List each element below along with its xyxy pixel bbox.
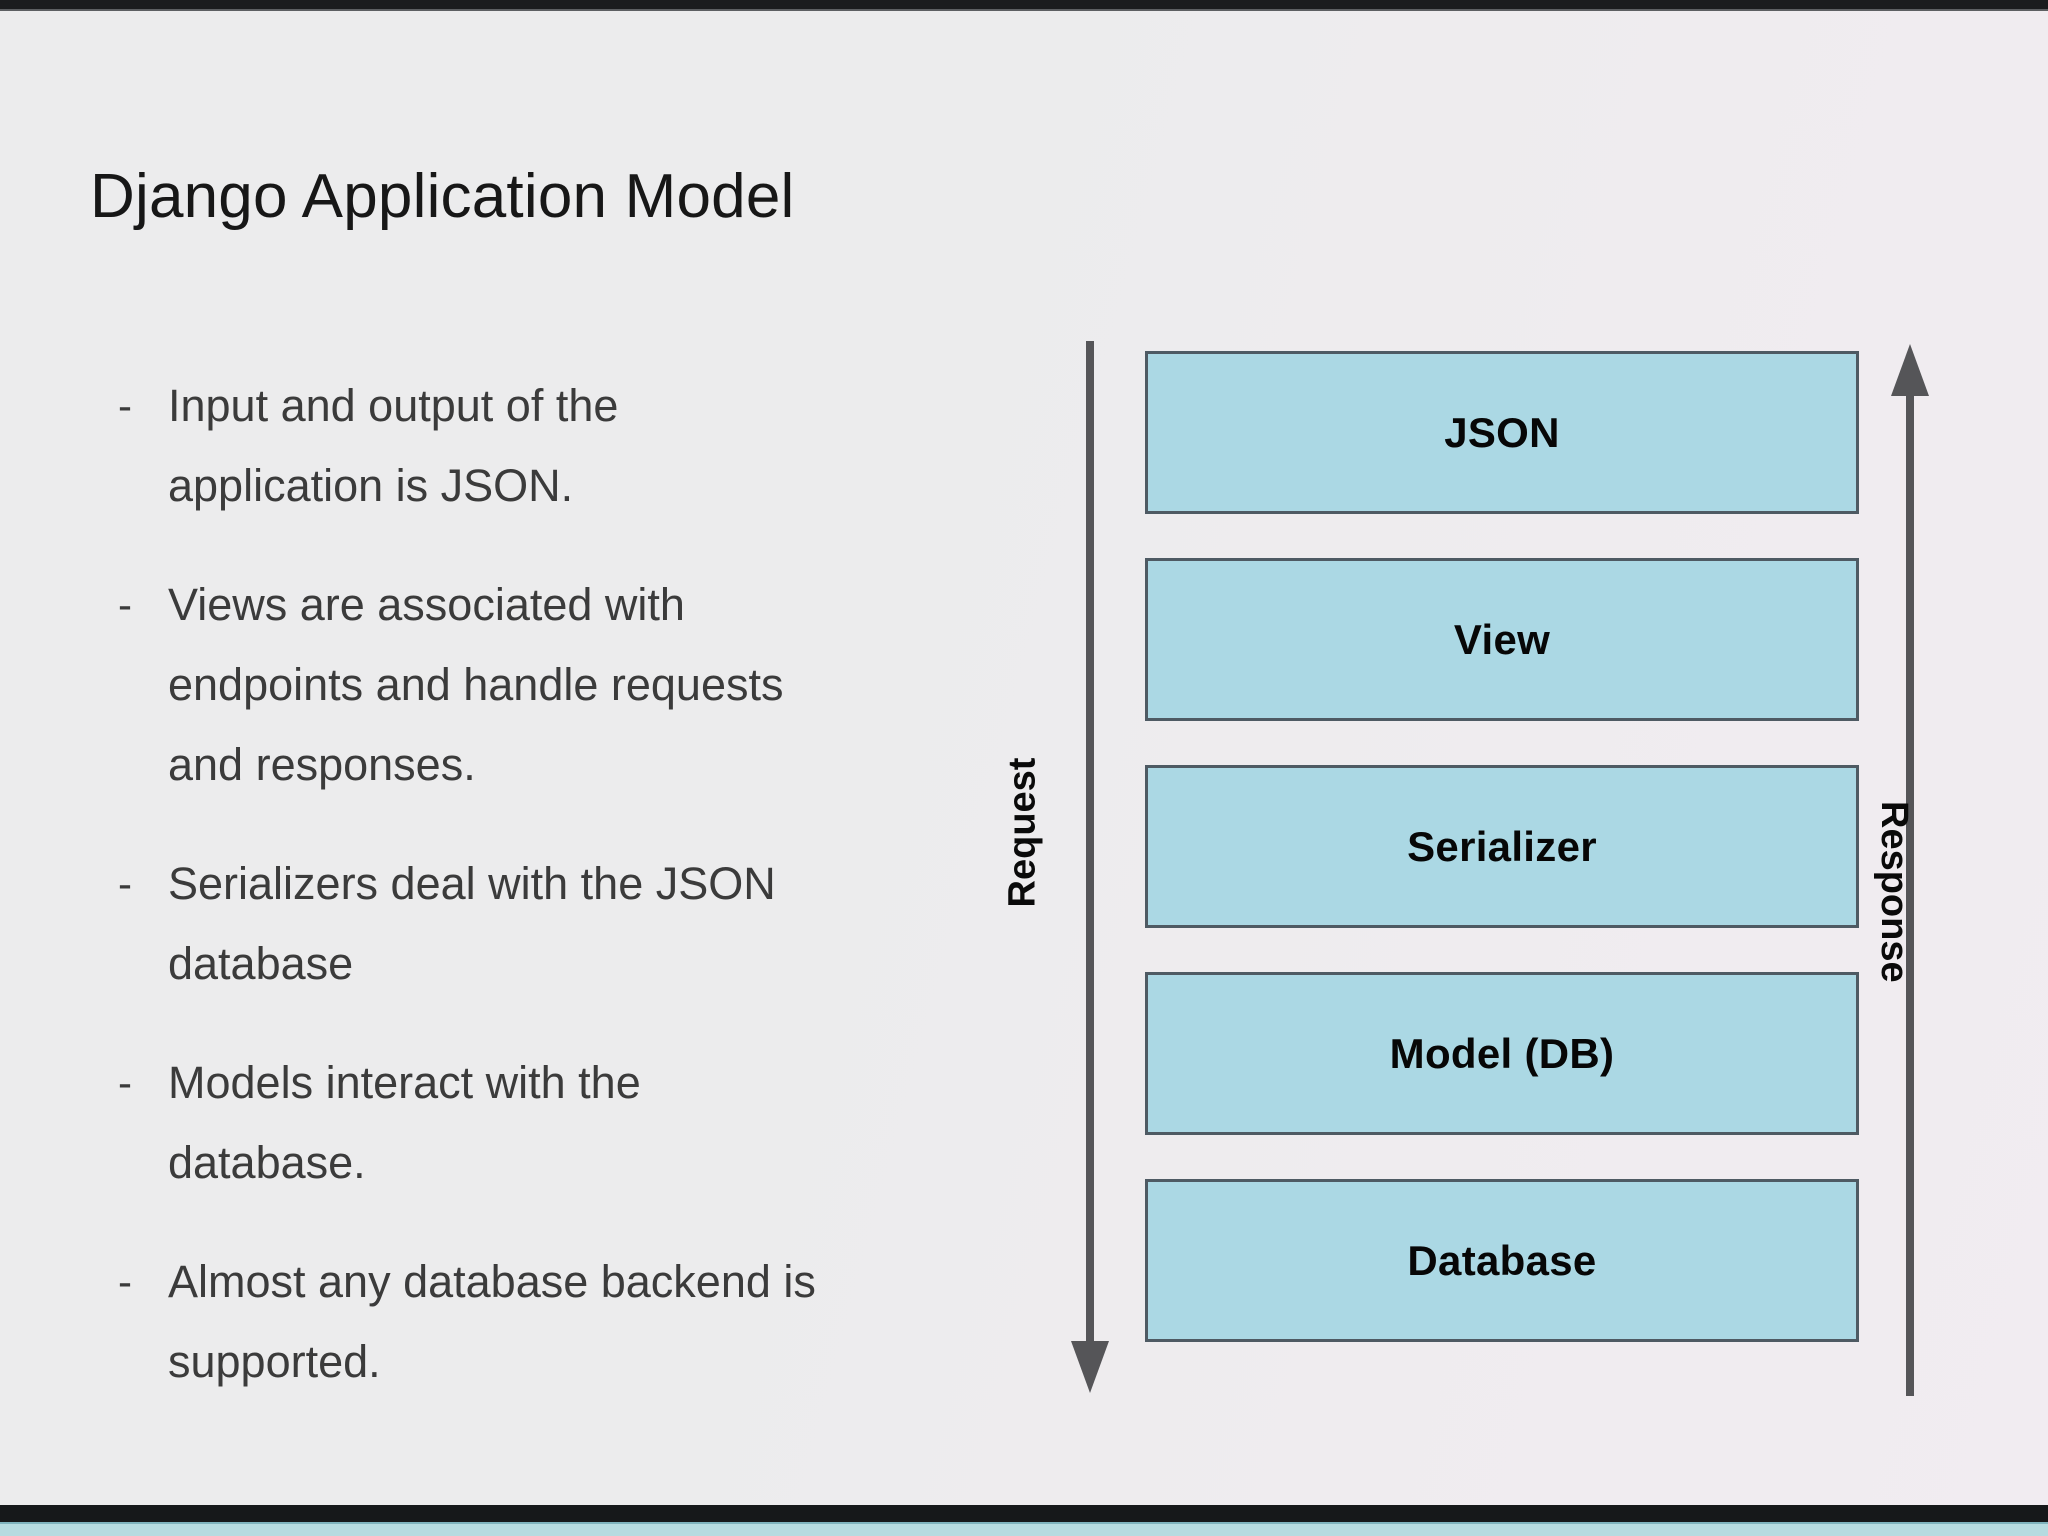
layer-box-json[interactable]: JSON [1145, 351, 1859, 514]
architecture-diagram: Request JSON View Serializer Model (DB) … [1001, 341, 1990, 1401]
list-item-text: Almost any database backend is supported… [168, 1256, 816, 1387]
bullet-dash-icon: - [118, 1059, 132, 1106]
bottom-chrome-bar [0, 1505, 2048, 1522]
list-item-text: Serializers deal with the JSON database [168, 858, 776, 989]
top-chrome-divider [0, 9, 2048, 11]
bullet-list: - Input and output of the application is… [96, 366, 826, 1441]
list-item-text: Input and output of the application is J… [168, 380, 619, 511]
layer-stack: JSON View Serializer Model (DB) Database [1145, 351, 1859, 1342]
list-item: - Views are associated with endpoints an… [96, 565, 826, 805]
layer-label: Serializer [1407, 822, 1597, 870]
layer-box-view[interactable]: View [1145, 558, 1859, 721]
request-axis-label: Request [1001, 757, 1044, 908]
layer-box-serializer[interactable]: Serializer [1145, 765, 1859, 928]
top-chrome-bar [0, 0, 2048, 9]
arrow-up-icon [1891, 344, 1929, 1396]
list-item: - Almost any database backend is support… [96, 1242, 826, 1402]
bottom-teal-divider [0, 1522, 2048, 1524]
layer-box-model[interactable]: Model (DB) [1145, 972, 1859, 1135]
list-item: - Input and output of the application is… [96, 366, 826, 526]
layer-label: JSON [1444, 408, 1560, 456]
list-item-text: Views are associated with endpoints and … [168, 579, 784, 790]
response-axis-label: Response [1873, 801, 1915, 983]
layer-label: View [1453, 615, 1551, 663]
list-item: - Models interact with the database. [96, 1043, 826, 1203]
layer-box-database[interactable]: Database [1145, 1179, 1859, 1342]
bullet-dash-icon: - [118, 382, 132, 429]
slide-canvas: Django Application Model - Input and out… [0, 11, 2048, 1505]
bullet-dash-icon: - [118, 1258, 132, 1305]
layer-label: Model (DB) [1389, 1029, 1615, 1077]
layer-label: Database [1407, 1236, 1597, 1284]
bottom-teal-strip [0, 1522, 2048, 1536]
list-item: - Serializers deal with the JSON databas… [96, 844, 826, 1004]
bullet-dash-icon: - [118, 860, 132, 907]
bullet-dash-icon: - [118, 581, 132, 628]
arrow-down-icon [1071, 341, 1109, 1393]
page-title: Django Application Model [90, 162, 795, 231]
list-item-text: Models interact with the database. [168, 1057, 641, 1188]
